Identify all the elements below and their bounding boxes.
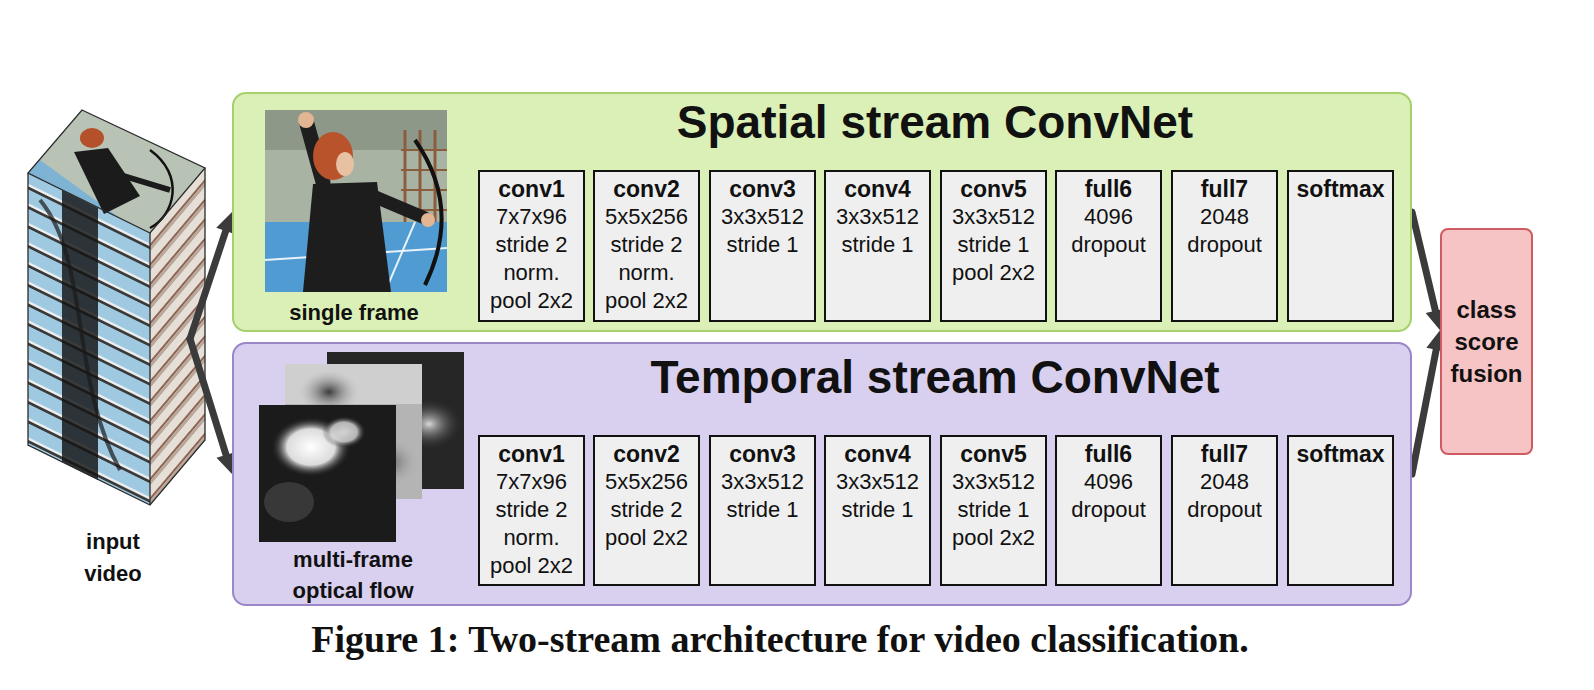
layer-params: 3x3x512 stride 1 — [713, 203, 812, 259]
input-video-label: input video — [63, 526, 163, 590]
layer-box: conv33x3x512 stride 1 — [709, 435, 816, 586]
input-video-node: input video — [25, 108, 190, 506]
layer-params: 2048 dropout — [1175, 203, 1274, 259]
flow-arrow — [190, 339, 236, 474]
layer-box: conv43x3x512 stride 1 — [824, 435, 931, 586]
layer-params: 4096 dropout — [1059, 203, 1158, 259]
layer-box: softmax — [1287, 170, 1394, 322]
stream-panel: Spatial stream ConvNet conv17x7x96 stride… — [232, 92, 1412, 332]
image-caption: single frame — [264, 297, 444, 328]
stream-title: Temporal stream ConvNet — [478, 351, 1392, 403]
layer-name: full6 — [1059, 175, 1158, 203]
layer-box: conv17x7x96 stride 2 norm. pool 2x2 — [478, 435, 585, 586]
layer-box: full64096 dropout — [1055, 435, 1162, 586]
single-frame-image — [265, 110, 447, 292]
layer-box: conv53x3x512 stride 1 pool 2x2 — [940, 435, 1047, 586]
arrow-line — [190, 227, 227, 339]
layer-box: full64096 dropout — [1055, 170, 1162, 322]
layer-name: conv2 — [597, 175, 696, 203]
video-stack-illustration — [0, 0, 240, 520]
layer-name: conv1 — [482, 440, 581, 468]
layer-box: conv43x3x512 stride 1 — [824, 170, 931, 322]
layer-name: conv2 — [597, 440, 696, 468]
flow-arrow — [190, 212, 235, 339]
layer-params: 5x5x256 stride 2 pool 2x2 — [597, 468, 696, 552]
arrow-line — [1412, 346, 1437, 474]
stack-top-frame — [28, 110, 205, 233]
flow-frame-front — [259, 405, 396, 542]
layer-params: 3x3x512 stride 1 pool 2x2 — [944, 468, 1043, 552]
image-caption: multi-frame optical flow — [273, 544, 433, 606]
archer-figure — [298, 112, 441, 292]
layer-name: conv4 — [828, 440, 927, 468]
layer-name: conv5 — [944, 440, 1043, 468]
fusion-label: class score fusion — [1443, 294, 1530, 390]
optical-flow-images — [259, 352, 464, 542]
fusion-box: class score fusion — [1440, 228, 1533, 455]
layer-name: conv5 — [944, 175, 1043, 203]
layer-name: conv4 — [828, 175, 927, 203]
layer-params: 7x7x96 stride 2 norm. pool 2x2 — [482, 203, 581, 315]
layer-box: conv53x3x512 stride 1 pool 2x2 — [940, 170, 1047, 322]
layer-box: softmax — [1287, 435, 1394, 586]
layer-params: 3x3x512 stride 1 — [713, 468, 812, 524]
layer-name: conv1 — [482, 175, 581, 203]
layer-box: full72048 dropout — [1171, 170, 1278, 322]
layer-params: 3x3x512 stride 1 — [828, 203, 927, 259]
layer-name: conv3 — [713, 440, 812, 468]
layer-box: conv17x7x96 stride 2 norm. pool 2x2 — [478, 170, 585, 322]
layer-params: 2048 dropout — [1175, 468, 1274, 524]
layer-params: 5x5x256 stride 2 norm. pool 2x2 — [597, 203, 696, 315]
layer-name: conv3 — [713, 175, 812, 203]
layer-name: softmax — [1291, 440, 1390, 468]
layer-params: 7x7x96 stride 2 norm. pool 2x2 — [482, 468, 581, 580]
layer-name: full7 — [1175, 440, 1274, 468]
layer-box: conv25x5x256 stride 2 pool 2x2 — [593, 435, 700, 586]
layer-name: full6 — [1059, 440, 1158, 468]
layer-box: conv33x3x512 stride 1 — [709, 170, 816, 322]
arrow-line — [1412, 212, 1436, 315]
layer-box: full72048 dropout — [1171, 435, 1278, 586]
arrow-line — [190, 339, 227, 459]
layer-params: 4096 dropout — [1059, 468, 1158, 524]
stream-title: Spatial stream ConvNet — [478, 96, 1392, 148]
layer-params: 3x3x512 stride 1 — [828, 468, 927, 524]
figure-caption: Figure 1: Two-stream architecture for vi… — [0, 616, 1560, 662]
layer-name: softmax — [1291, 175, 1390, 203]
stack-outline — [28, 110, 205, 505]
layer-name: full7 — [1175, 175, 1274, 203]
layer-params: 3x3x512 stride 1 pool 2x2 — [944, 203, 1043, 287]
layer-box: conv25x5x256 stride 2 norm. pool 2x2 — [593, 170, 700, 322]
